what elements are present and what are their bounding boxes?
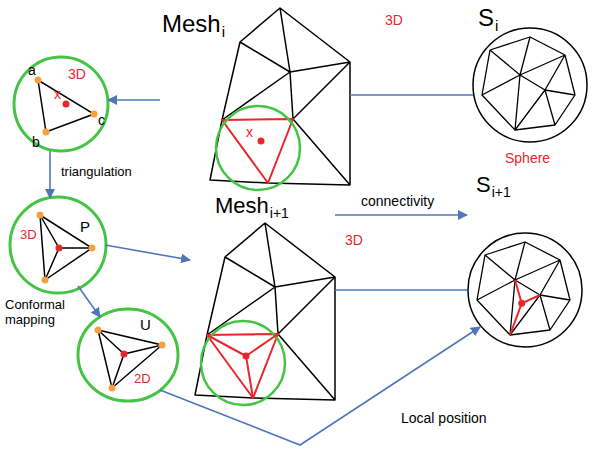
new-edges — [510, 280, 540, 335]
patch-2d: 2D U — [78, 309, 178, 401]
split-edges — [40, 215, 92, 280]
edge-label: connectivity — [360, 193, 435, 209]
new-vertex — [243, 353, 250, 360]
new-vertex — [518, 300, 525, 307]
subscript: i — [495, 17, 498, 34]
flow-arrow — [49, 151, 51, 198]
point-label: x — [246, 124, 253, 140]
vertex-dots — [37, 212, 96, 284]
panel-title: S — [476, 172, 491, 197]
mesh-panel: Meshi x — [160, 5, 350, 195]
point-x — [63, 101, 70, 108]
point-label: P — [80, 218, 90, 235]
point-label: 3D — [68, 66, 86, 82]
subscript: i — [222, 23, 225, 40]
panel-title: Mesh — [215, 193, 269, 218]
vertex-dots — [35, 77, 98, 136]
dimension-label: 3D — [345, 232, 363, 248]
flow-arrow — [108, 99, 160, 101]
flow-arrow — [105, 245, 190, 260]
subscript: i+1 — [492, 184, 511, 200]
sphere-panel: Si — [473, 2, 590, 144]
point-label: c — [98, 112, 105, 128]
dimension-label: Sphere — [505, 150, 550, 166]
mesh-drawing — [210, 8, 350, 190]
sphere-panel: Si+1 — [467, 172, 588, 350]
mesh-panel: Meshi+1 — [190, 190, 335, 410]
flow-arrow — [335, 214, 467, 216]
patch-outline — [14, 57, 108, 151]
subscript: i+1 — [270, 205, 289, 221]
mesh-drawing — [195, 223, 335, 405]
point-label: U — [140, 316, 151, 333]
new-vertex — [121, 351, 128, 358]
new-vertex — [56, 245, 63, 252]
patch-3d: 3D a b c x — [12, 55, 110, 153]
new-edges — [207, 334, 278, 398]
patch-triangle — [98, 330, 162, 388]
point-label: 2D — [134, 372, 151, 387]
edge-label: triangulation — [60, 165, 133, 180]
flow-arrow — [78, 286, 100, 317]
flow-arrow — [160, 327, 480, 445]
panel-title: S — [478, 4, 494, 32]
point-label: b — [32, 134, 40, 150]
sphere-drawing — [473, 28, 587, 142]
patch-outline — [78, 309, 178, 401]
point-label: x — [54, 86, 61, 102]
point-x — [258, 138, 265, 145]
point-label: a — [28, 62, 36, 78]
edge-label: Conformal mapping — [4, 298, 74, 328]
patch-triangle — [38, 80, 94, 132]
patch-outline — [10, 197, 106, 293]
sphere-drawing — [468, 233, 582, 347]
panel-title: Mesh — [162, 10, 221, 38]
vertex-dots — [95, 327, 166, 392]
link-line — [335, 289, 467, 291]
patch-3d: 3D P — [10, 197, 106, 293]
point-label: 3D — [20, 228, 37, 243]
link-line — [350, 94, 473, 96]
dimension-label: 3D — [385, 12, 403, 28]
edge-label: Local position — [400, 410, 488, 426]
patch-triangle — [40, 215, 92, 280]
